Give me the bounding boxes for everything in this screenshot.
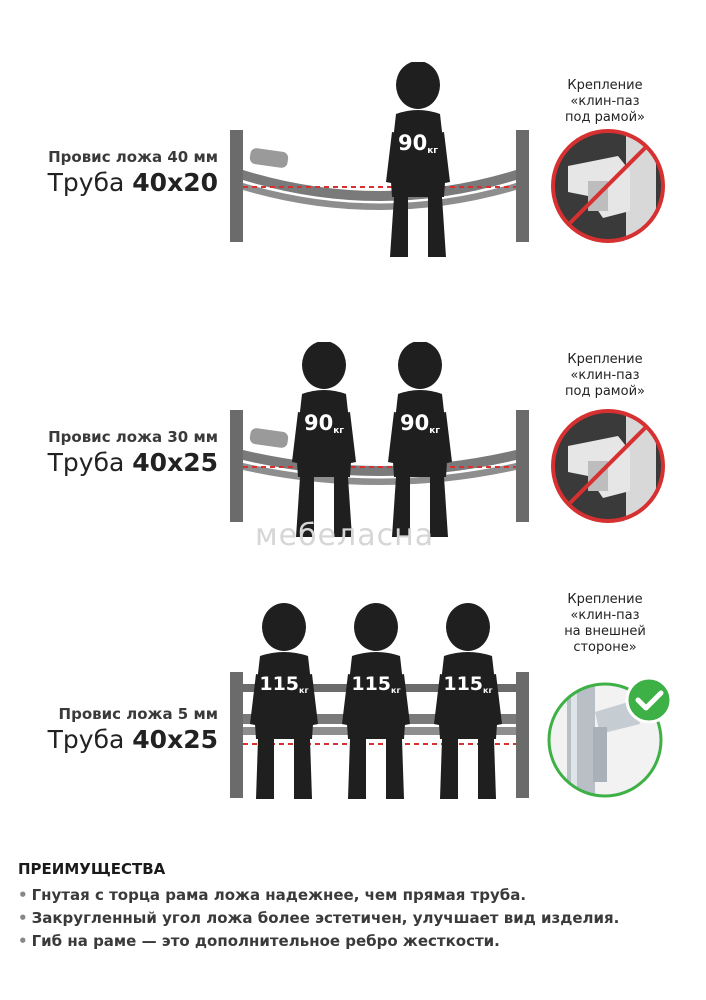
pipe-text: Труба 40x20 — [48, 168, 218, 197]
fastening-line: под рамой» — [565, 110, 645, 125]
person-figure-icon: 90кг — [386, 62, 450, 257]
advantage-item: •Закругленный угол ложа более эстетичен,… — [18, 907, 619, 930]
section-sag-40: Провис ложа 40 мм Труба 40x20 90кг Крепл… — [0, 0, 706, 257]
bed-diagram: 90кг — [230, 62, 529, 257]
section-labels: Провис ложа 30 мм Труба 40x25 — [48, 428, 218, 477]
fastening-line: Крепление — [567, 78, 643, 93]
fastening-photo — [551, 409, 665, 523]
section-sag-5: Провис ложа 5 мм Труба 40x25 115кг 115кг — [0, 560, 706, 810]
svg-text:90кг: 90кг — [400, 411, 440, 436]
svg-text:115кг: 115кг — [443, 673, 492, 695]
pipe-size: 40x25 — [132, 725, 218, 754]
fastening-photo — [551, 129, 665, 243]
fastening-line: стороне» — [573, 640, 637, 655]
sag-text: Провис ложа 5 мм — [58, 705, 218, 723]
pillow-icon — [249, 428, 289, 448]
fastening-photo — [547, 676, 673, 798]
fastening-line: Крепление — [567, 352, 643, 367]
svg-text:90кг: 90кг — [304, 411, 344, 436]
weight-unit: кг — [391, 686, 401, 695]
advantages-title: ПРЕИМУЩЕСТВА — [18, 860, 166, 878]
section-sag-30: Провис ложа 30 мм Труба 40x25 90кг 90кг — [0, 280, 706, 537]
weight-value: 115 — [259, 673, 299, 695]
section-labels: Провис ложа 40 мм Труба 40x20 — [48, 148, 218, 197]
weight-unit: кг — [483, 686, 493, 695]
fastening-line: на внешней — [564, 624, 646, 639]
advantage-item: •Гнутая с торца рама ложа надежнее, чем … — [18, 884, 619, 907]
fastening-line: «клин-паз — [570, 368, 640, 383]
sag-text: Провис ложа 30 мм — [48, 428, 218, 446]
fastening-line: под рамой» — [565, 384, 645, 399]
pipe-size: 40x20 — [132, 168, 218, 197]
advantage-text: Гиб на раме — это дополнительное ребро ж… — [31, 932, 500, 950]
pipe-prefix: Труба — [47, 168, 133, 197]
pipe-prefix: Труба — [47, 725, 133, 754]
pipe-prefix: Труба — [47, 448, 133, 477]
svg-text:90кг: 90кг — [398, 131, 438, 156]
advantage-text: Закругленный угол ложа более эстетичен, … — [31, 909, 620, 927]
weight-value: 90 — [398, 131, 427, 155]
weight-unit: кг — [299, 686, 309, 695]
bed-frame-right — [516, 410, 529, 522]
svg-text:115кг: 115кг — [259, 673, 308, 695]
fastening-line: «клин-паз — [570, 608, 640, 623]
person-figure-icon: 115кг — [342, 603, 410, 799]
bed-diagram: 90кг 90кг — [230, 342, 529, 537]
photo-frame — [547, 682, 663, 798]
person-figure-icon: 90кг — [292, 342, 356, 537]
bed-diagram: 115кг 115кг 115кг — [230, 603, 529, 799]
fastening-title: Крепление «клин-паз под рамой» — [530, 78, 680, 126]
person-figure-icon: 115кг — [250, 603, 318, 799]
bullet-icon: • — [18, 932, 28, 950]
advantage-text: Гнутая с торца рама ложа надежнее, чем п… — [31, 886, 527, 904]
weight-value: 90 — [400, 411, 429, 435]
weight-value: 115 — [443, 673, 483, 695]
weight-unit: кг — [333, 426, 344, 436]
watermark-logo: мебеласна — [255, 518, 435, 553]
fastening-line: Крепление — [567, 592, 643, 607]
weight-unit: кг — [427, 146, 438, 156]
bed-frame-right — [516, 130, 529, 242]
pipe-size: 40x25 — [132, 448, 218, 477]
pipe-text: Труба 40x25 — [48, 448, 218, 477]
bullet-icon: • — [18, 909, 28, 927]
weight-unit: кг — [429, 426, 440, 436]
bed-bed — [243, 170, 516, 201]
section-labels: Провис ложа 5 мм Труба 40x25 — [48, 705, 218, 754]
person-figure-icon: 115кг — [434, 603, 502, 799]
pillow-icon — [249, 148, 289, 168]
bullet-icon: • — [18, 886, 28, 904]
bed-frame-left — [230, 672, 243, 798]
person-figure-icon: 90кг — [388, 342, 452, 537]
sag-text: Провис ложа 40 мм — [48, 148, 218, 166]
svg-text:115кг: 115кг — [351, 673, 400, 695]
weight-value: 90 — [304, 411, 333, 435]
bed-frame-left — [230, 130, 243, 242]
no-sign-icon — [551, 409, 665, 523]
no-sign-icon — [551, 129, 665, 243]
weight-value: 115 — [351, 673, 391, 695]
fastening-title: Крепление «клин-паз под рамой» — [530, 352, 680, 400]
advantage-item: •Гиб на раме — это дополнительное ребро … — [18, 930, 619, 953]
bed-frame-right — [516, 672, 529, 798]
check-circle-icon — [625, 676, 673, 724]
pipe-text: Труба 40x25 — [48, 725, 218, 754]
fastening-line: «клин-паз — [570, 94, 640, 109]
bed-base — [243, 183, 516, 210]
fastening-title: Крепление «клин-паз на внешней стороне» — [530, 592, 680, 656]
advantages-block: ПРЕИМУЩЕСТВА •Гнутая с торца рама ложа н… — [18, 860, 619, 953]
bed-frame-left — [230, 410, 243, 522]
